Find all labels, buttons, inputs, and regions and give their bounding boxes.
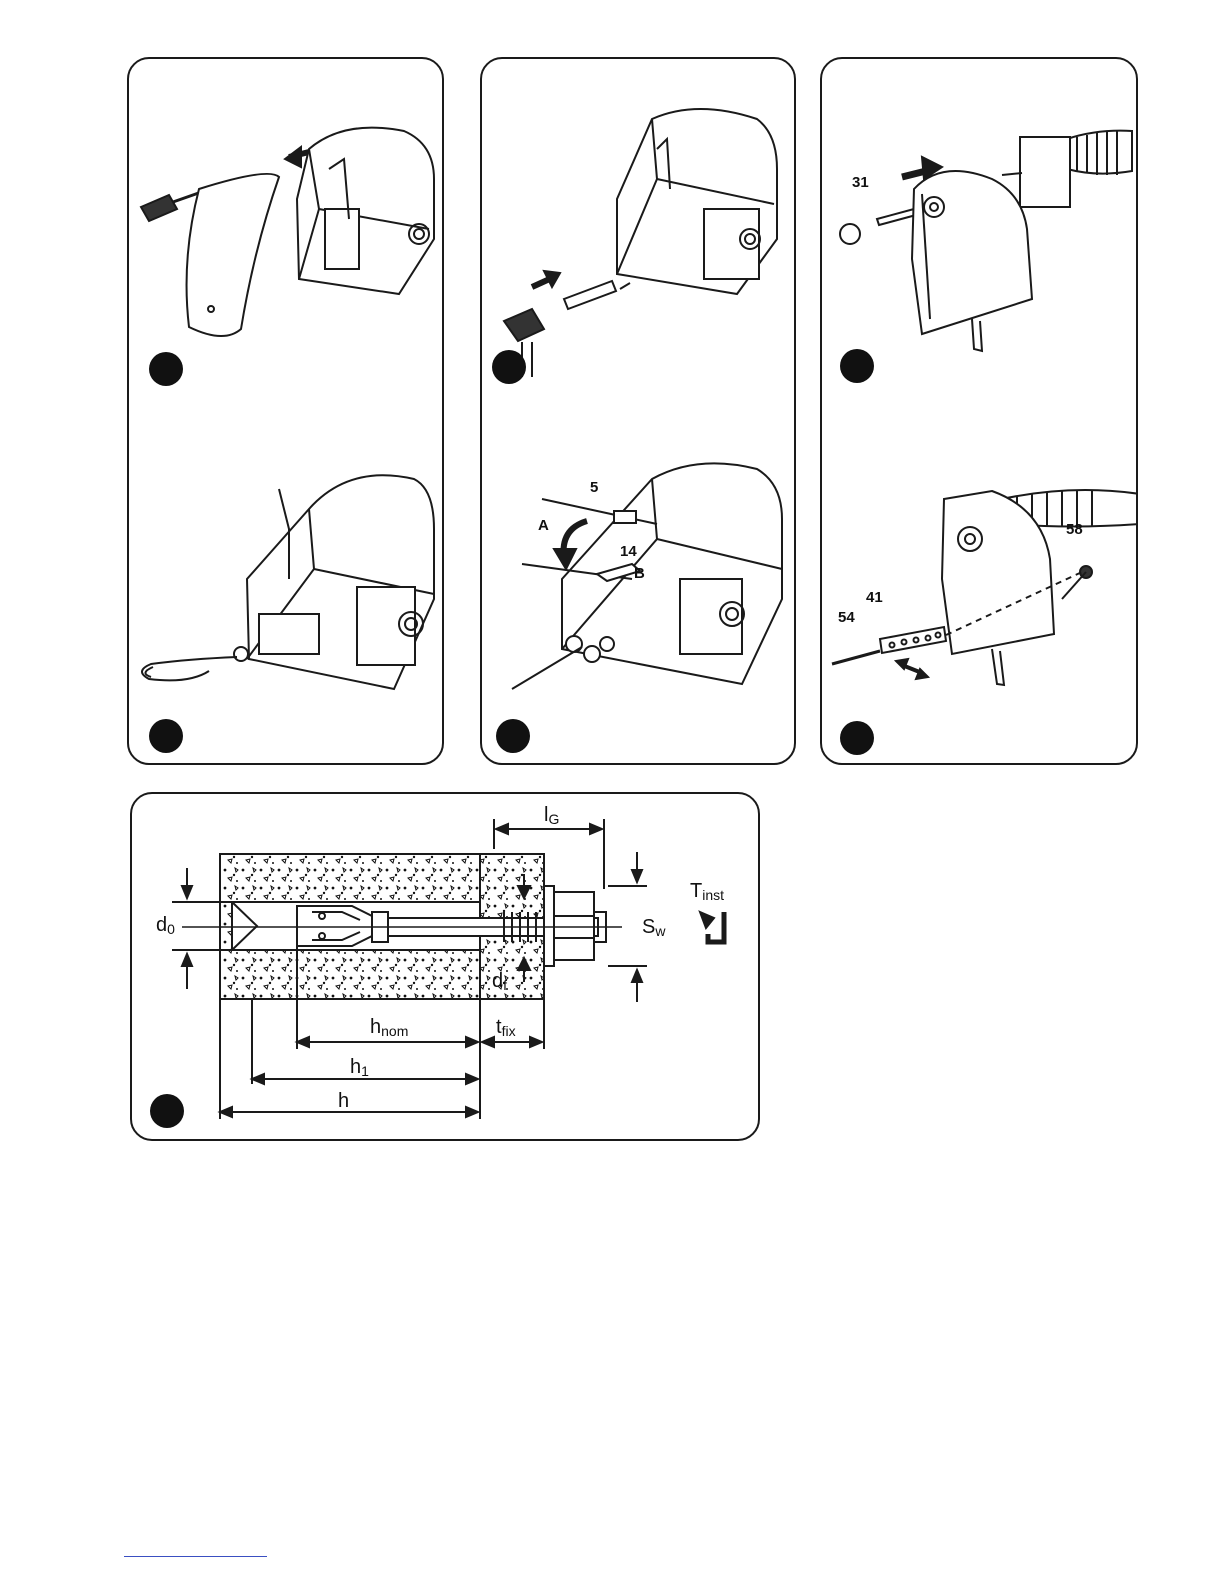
- motor-cover-removal-illustration: [129, 59, 444, 765]
- figure-panel-right: 31 58 41 54: [820, 57, 1138, 765]
- figure-number-marker: [150, 1094, 184, 1128]
- dimension-label-hnom: hnom: [370, 1016, 408, 1039]
- dimension-label-h: h: [338, 1090, 349, 1113]
- release-lever-illustration: [482, 59, 796, 765]
- dimension-label-h1: h1: [350, 1056, 369, 1079]
- figure-panel-left: [127, 57, 444, 765]
- dimension-label-tfix: tfix: [496, 1016, 516, 1039]
- anchor-bolt-panel: lG Tinst d0 Sw df hnom tfix h1 h: [130, 792, 760, 1141]
- callout-label: B: [634, 565, 645, 582]
- figure-number-marker: [149, 352, 183, 386]
- figure-number-marker: [496, 719, 530, 753]
- anchor-bolt-diagram: [132, 794, 760, 1141]
- figure-number-marker: [149, 719, 183, 753]
- callout-label: 58: [1066, 521, 1083, 538]
- dimension-label-tinst: Tinst: [690, 880, 724, 903]
- callout-label: 41: [866, 589, 883, 606]
- callout-label: A: [538, 517, 549, 534]
- dimension-label-d0: d0: [156, 914, 175, 937]
- callout-label: 54: [838, 609, 855, 626]
- dimension-label-lg: lG: [544, 804, 559, 827]
- figure-number-marker: [840, 721, 874, 755]
- figure-number-marker: [840, 349, 874, 383]
- callout-label: 5: [590, 479, 598, 496]
- dimension-label-sw: Sw: [642, 916, 665, 939]
- motor-mounting-illustration: [822, 59, 1138, 765]
- figure-number-marker: [492, 350, 526, 384]
- callout-label: 14: [620, 543, 637, 560]
- figure-panel-middle: 5 A 14 B: [480, 57, 796, 765]
- dimension-label-df: df: [492, 970, 507, 993]
- callout-label: 31: [852, 174, 869, 191]
- footer-rule: [124, 1556, 267, 1557]
